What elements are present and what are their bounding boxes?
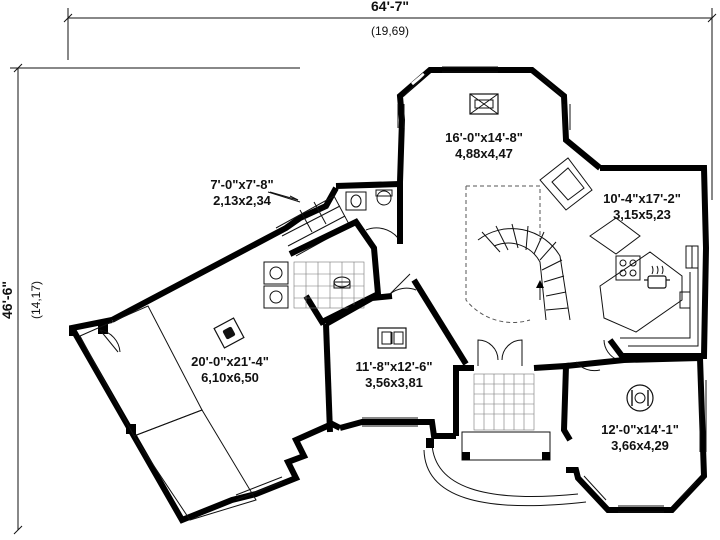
dining-room-size-metric: 3,66x4,29 [611, 438, 669, 453]
kitchen-walls [600, 165, 710, 359]
overall-width-metric: (19,69) [371, 24, 409, 38]
plate-cutlery-icon [626, 384, 654, 412]
overall-depth-imperial: 46'-6" [0, 281, 15, 319]
overall-depth-metric: (14,17) [29, 281, 43, 319]
cooking-pot-icon [644, 265, 670, 289]
living-room-size-metric: 4,88x4,47 [455, 146, 513, 161]
office-walls [324, 273, 469, 439]
overall-width-dimension: 64'-7" (19,69) [63, 0, 717, 200]
overall-depth-dimension: 46'-6" (14,17) [0, 63, 300, 535]
spiral-staircase [465, 185, 571, 324]
kitchen-size-imperial: 10'-4"x17'-2" [603, 191, 681, 206]
office-size-imperial: 11'-8"x12'-6" [355, 359, 432, 374]
living-room-walls [396, 66, 602, 244]
car-icon [213, 317, 245, 349]
fireplace [539, 157, 593, 211]
kitchen-size-metric: 3,15x5,23 [613, 207, 671, 222]
laundry-area [263, 191, 382, 326]
garage-walls [69, 186, 342, 524]
garage-size-metric: 6,10x6,50 [201, 370, 259, 385]
living-room-size-imperial: 16'-0"x14'-8" [445, 130, 523, 145]
laundry-size-metric: 2,13x2,34 [213, 193, 272, 208]
office-size-metric: 3,56x3,81 [365, 375, 423, 390]
dining-room-size-imperial: 12'-0"x14'-1" [601, 422, 679, 437]
kitchen-island [589, 217, 683, 333]
garage-size-imperial: 20'-0"x21'-4" [191, 354, 269, 369]
foyer [423, 339, 587, 507]
laundry-leader-line [267, 191, 301, 203]
laundry-basin-icon [333, 276, 351, 289]
sofa-icon [469, 93, 499, 115]
garage-doors [79, 305, 283, 521]
dining-room-walls [565, 354, 708, 513]
laundry-size-imperial: 7'-0"x7'-8" [210, 177, 273, 192]
book-icon [377, 327, 407, 349]
overall-width-imperial: 64'-7" [371, 0, 409, 14]
